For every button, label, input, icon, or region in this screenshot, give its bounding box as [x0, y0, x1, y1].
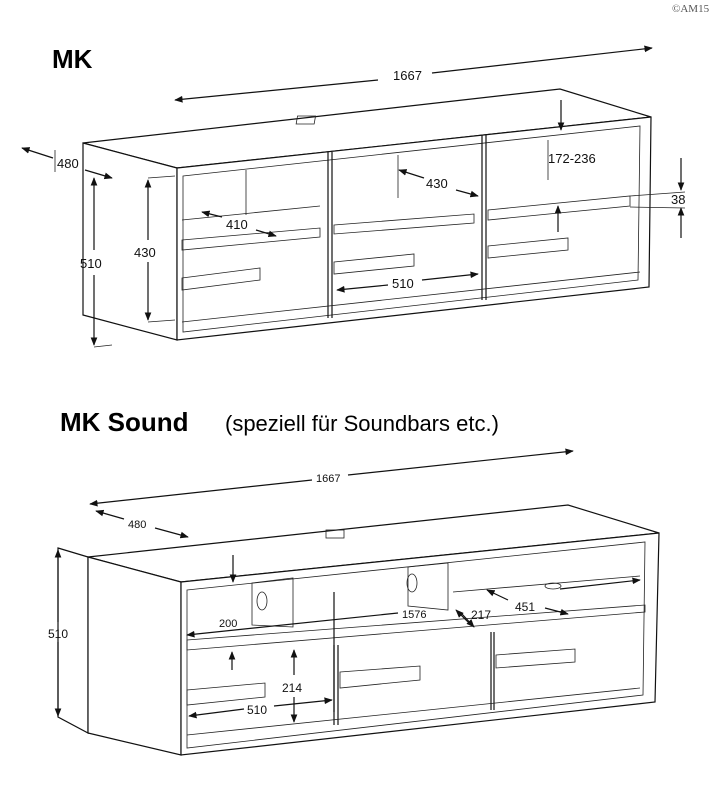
mk-sound-dim-compartment-height: 214	[282, 681, 302, 695]
mk-shelf-depth-mid-arrow-2	[455, 189, 479, 198]
mk-dim-shelf-thickness: 38	[671, 192, 685, 207]
mk-cabinet-drawing: MK 1667 480 510	[21, 44, 686, 348]
mk-shelf-mid	[333, 213, 475, 235]
mk-sound-front-frame	[180, 532, 660, 756]
mk-sound-rear-edge	[452, 575, 641, 593]
mk-bottom-rail	[181, 271, 641, 323]
copyright-mark: ©AM15	[672, 3, 710, 15]
mk-drawer-left	[181, 267, 261, 291]
mk-sound-dim-width: 1667	[316, 473, 340, 485]
mk-compartment-width-arrow-2	[421, 271, 479, 281]
mk-dim-compartment-width: 510	[392, 276, 414, 291]
mk-shelf-depth-mid-arrow-1	[398, 169, 425, 179]
mk-dim-height: 510	[80, 256, 102, 271]
mk-sound-dim-top-gap: 200	[219, 618, 237, 630]
mk-shelf-depth-left-arrow-1	[201, 210, 223, 218]
mk-sound-soundbar-arrow-3	[559, 577, 641, 590]
mk-shelf-right	[487, 195, 631, 221]
mk-depth-arrow-right	[84, 169, 113, 180]
mk-sound-middle-shelf	[186, 604, 646, 651]
mk-sound-side-face	[87, 556, 182, 756]
mk-sound-cable-port	[325, 529, 345, 539]
mk-sound-width-arrow-right	[347, 448, 574, 476]
mk-drawer-mid	[333, 253, 415, 275]
mk-sound-drawer-mid	[339, 665, 421, 689]
mk-sound-depth-arrow-1	[95, 509, 125, 520]
mk-sound-depth-arrow-2	[154, 527, 189, 539]
mk-inner-height-tick-top	[147, 175, 176, 179]
mk-thickness-tick-top	[629, 191, 686, 197]
mk-dim-adjustable: 172-236	[548, 151, 596, 166]
mk-sound-compartment-width-arrow-2	[273, 697, 333, 707]
mk-dim-shelf-depth-left: 410	[226, 217, 248, 232]
mk-side-face	[82, 142, 178, 341]
mk-sound-dim-depth: 480	[128, 519, 146, 531]
mk-compartment-width-arrow-1	[336, 284, 389, 293]
mk-drawer-right	[487, 237, 569, 259]
mk-sound-speaker-hole-left	[256, 591, 268, 611]
mk-shelf-depth-left-arrow-2	[255, 229, 277, 238]
mk-sound-title: MK Sound	[60, 407, 189, 437]
mk-title: MK	[52, 44, 93, 74]
mk-dim-width: 1667	[393, 68, 422, 83]
mk-sound-dim-height: 510	[48, 627, 68, 641]
mk-cable-port	[295, 115, 317, 125]
mk-front-opening	[182, 125, 641, 333]
mk-sound-dim-shelf-depth: 217	[471, 608, 491, 622]
mk-sound-dim-soundbar-width: 451	[515, 600, 535, 614]
mk-sound-cable-hole	[544, 582, 562, 590]
mk-sound-speaker-box-left	[251, 577, 294, 628]
mk-sound-subtitle: (speziell für Soundbars etc.)	[225, 411, 499, 436]
mk-sound-cabinet-drawing: MK Sound (speziell für Soundbars etc.) 1…	[48, 407, 660, 756]
mk-sound-shelf-depth-arrow-2	[461, 613, 475, 628]
mk-sound-bottom-rail	[186, 687, 641, 736]
mk-sound-soundbar-arrow-1	[486, 589, 509, 601]
mk-sound-compartment-width-arrow-1	[188, 708, 245, 719]
mk-inner-height-tick-bottom	[147, 319, 176, 323]
mk-shelf-edge-1	[181, 205, 321, 221]
mk-depth-arrow-left	[21, 147, 54, 159]
mk-sound-dim-compartment-width: 510	[247, 703, 267, 717]
mk-sound-drawer-left	[186, 682, 266, 706]
mk-sound-inner-width-arrow-left	[186, 612, 399, 638]
mk-sound-width-arrow-left	[89, 479, 313, 507]
mk-dim-inner-height: 430	[134, 245, 156, 260]
mk-sound-drawer-right	[495, 648, 576, 669]
mk-dim-shelf-depth-mid: 430	[426, 176, 448, 191]
mk-sound-speaker-box-right	[407, 562, 449, 611]
mk-sound-speaker-hole-right	[406, 573, 418, 593]
mk-width-arrow-left	[174, 79, 379, 103]
mk-sound-soundbar-arrow-2	[544, 607, 569, 616]
mk-dim-depth: 480	[57, 156, 79, 171]
mk-front-frame	[176, 116, 652, 341]
mk-width-arrow-right	[431, 45, 653, 74]
mk-sound-dim-inner-width: 1576	[402, 609, 426, 621]
mk-thickness-tick-bottom	[629, 206, 686, 209]
mk-height-tick	[93, 344, 113, 348]
